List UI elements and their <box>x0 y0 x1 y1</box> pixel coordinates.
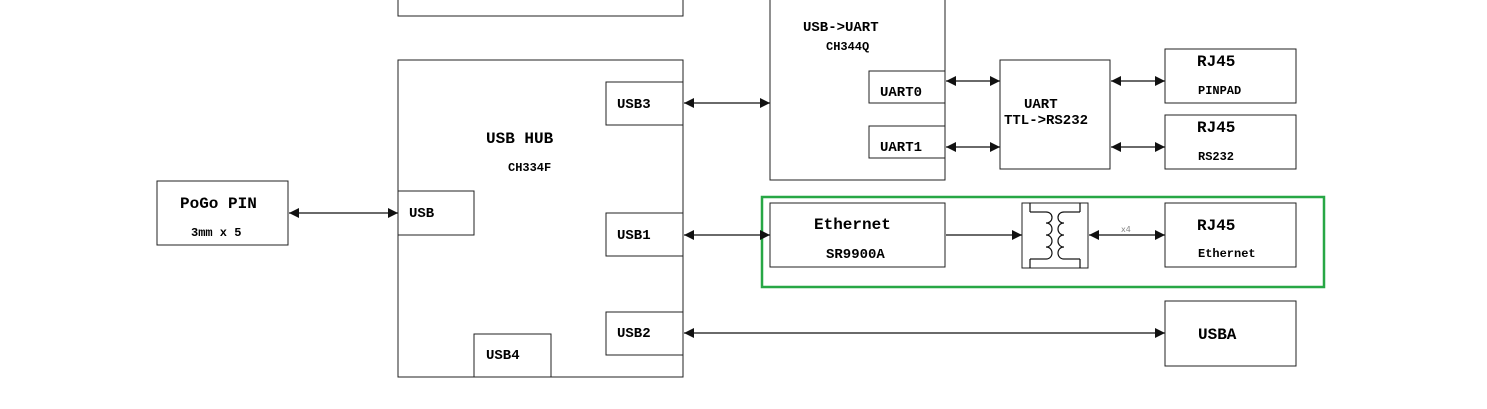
usb-hub-port-usb4 <box>473 333 552 378</box>
usb2-label: USB2 <box>617 326 651 342</box>
rj45-ethernet-block <box>1164 202 1297 268</box>
transformer-icon <box>1021 202 1089 269</box>
uart-converter-line2: TTL->RS232 <box>1004 113 1088 129</box>
rj45-rs232-title: RJ45 <box>1197 119 1235 137</box>
usb-hub-chip: CH334F <box>508 161 551 175</box>
rj45-pinpad-sub: PINPAD <box>1198 84 1241 98</box>
usb-hub-port-usb3 <box>605 81 684 126</box>
usb-hub-port-usb2 <box>605 311 684 356</box>
rj45-rs232-sub: RS232 <box>1198 150 1234 164</box>
usba-title: USBA <box>1198 326 1237 344</box>
rj45-ethernet-title: RJ45 <box>1197 217 1235 235</box>
uart-converter-line1: UART <box>1024 97 1058 113</box>
top-partial-block <box>397 0 684 17</box>
transformer-multiplier: x4 <box>1121 225 1131 234</box>
usb-uart-chip: CH344Q <box>826 40 869 54</box>
usb3-label: USB3 <box>617 97 651 113</box>
rj45-pinpad-block <box>1164 48 1297 104</box>
usb-uart-title: USB->UART <box>803 20 879 36</box>
pogo-pin-block <box>156 180 289 246</box>
usb-hub-port-usb <box>397 190 475 236</box>
ethernet-title: Ethernet <box>814 216 891 234</box>
uart0-port <box>868 70 946 104</box>
ethernet-chip: SR9900A <box>826 247 885 263</box>
ethernet-highlight-frame <box>760 195 1326 289</box>
usb-label: USB <box>409 206 435 222</box>
pogo-pin-title: PoGo PIN <box>180 195 257 213</box>
usb1-label: USB1 <box>617 228 651 244</box>
uart1-label: UART1 <box>880 140 922 156</box>
usb-hub-title: USB HUB <box>486 130 554 148</box>
usb-hub-port-usb1 <box>605 212 684 257</box>
rj45-pinpad-title: RJ45 <box>1197 53 1235 71</box>
rj45-rs232-block <box>1164 114 1297 170</box>
uart-converter-block <box>999 59 1111 170</box>
usba-block <box>1164 300 1297 367</box>
usb4-label: USB4 <box>486 348 520 364</box>
pogo-pin-sub: 3mm x 5 <box>191 226 241 240</box>
uart0-label: UART0 <box>880 85 922 101</box>
ethernet-block <box>769 202 946 268</box>
rj45-ethernet-sub: Ethernet <box>1198 247 1256 261</box>
uart1-port <box>868 125 946 159</box>
